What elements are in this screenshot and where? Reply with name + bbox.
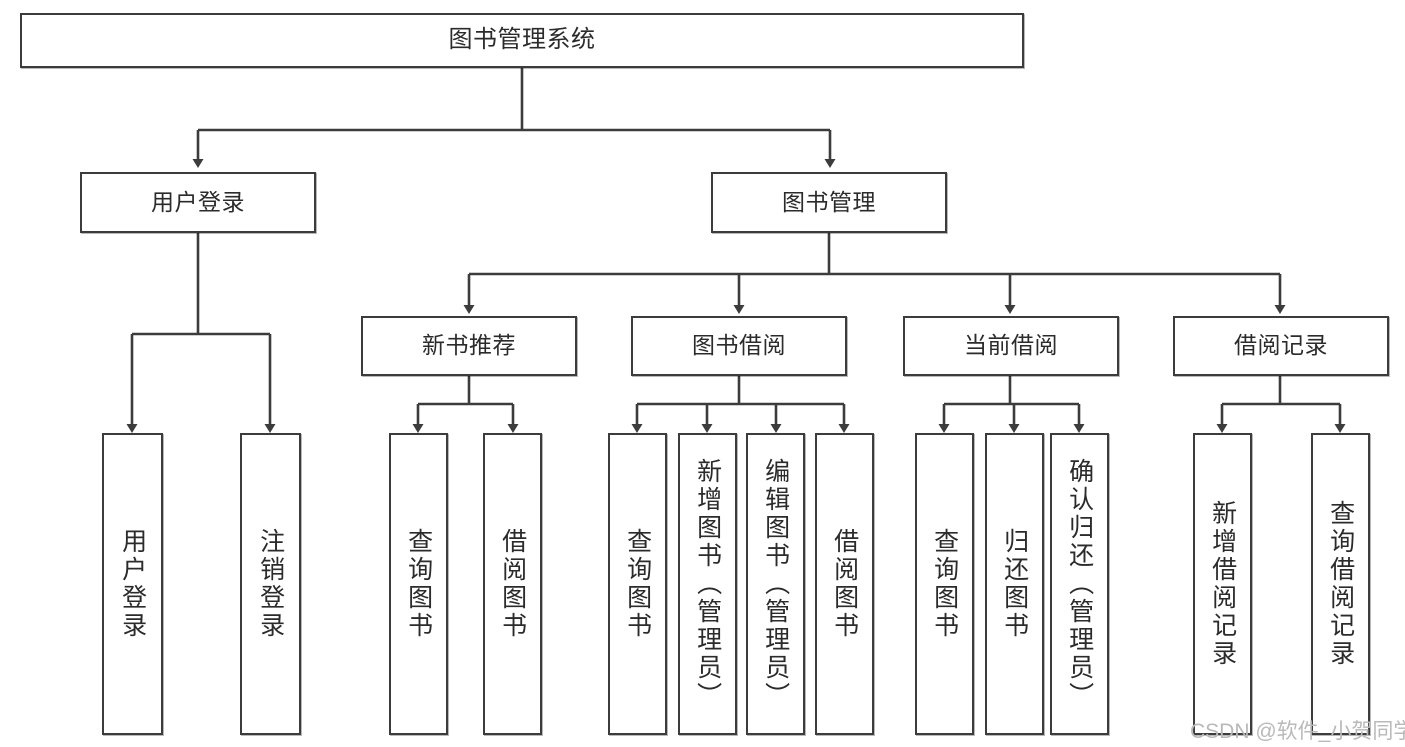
leaf-recommend-query-book[interactable]: 查询图书 [389, 433, 448, 735]
node-label: 当前借阅 [964, 332, 1058, 359]
node-new-book-recommend[interactable]: 新书推荐 [361, 316, 577, 376]
leaf-user-logout[interactable]: 注销登录 [240, 433, 301, 735]
node-label: 借阅图书 [830, 528, 859, 640]
node-label: 新书推荐 [422, 332, 516, 359]
node-root-book-management-system[interactable]: 图书管理系统 [20, 13, 1024, 68]
node-label: 图书借阅 [692, 332, 786, 359]
node-book-borrow[interactable]: 图书借阅 [631, 316, 847, 376]
node-label: 借阅图书 [498, 528, 527, 640]
node-label: 确认归还（管理员） [1065, 458, 1094, 710]
leaf-record-add-borrow-record[interactable]: 新增借阅记录 [1193, 433, 1252, 735]
node-label: 查询图书 [930, 528, 959, 640]
leaf-borrow-edit-book-admin[interactable]: 编辑图书（管理员） [746, 433, 805, 735]
leaf-current-query-book[interactable]: 查询图书 [915, 433, 974, 735]
node-borrow-record[interactable]: 借阅记录 [1173, 316, 1389, 376]
leaf-current-return-book[interactable]: 归还图书 [985, 433, 1044, 735]
leaf-record-query-borrow-record[interactable]: 查询借阅记录 [1311, 433, 1370, 735]
leaf-current-confirm-return-admin[interactable]: 确认归还（管理员） [1050, 433, 1109, 735]
node-label: 新增借阅记录 [1208, 500, 1237, 668]
node-user-login[interactable]: 用户登录 [80, 172, 316, 233]
node-label: 借阅记录 [1234, 332, 1328, 359]
node-book-management[interactable]: 图书管理 [711, 172, 947, 233]
node-label: 查询借阅记录 [1326, 500, 1355, 668]
leaf-borrow-query-book[interactable]: 查询图书 [608, 433, 667, 735]
node-label: 查询图书 [623, 528, 652, 640]
node-label: 归还图书 [1000, 528, 1029, 640]
leaf-borrow-borrow-book[interactable]: 借阅图书 [815, 433, 874, 735]
node-label: 图书管理系统 [448, 26, 596, 54]
node-label: 查询图书 [404, 528, 433, 640]
node-label: 新增图书（管理员） [693, 458, 722, 710]
node-label: 编辑图书（管理员） [761, 458, 790, 710]
leaf-borrow-add-book-admin[interactable]: 新增图书（管理员） [678, 433, 737, 735]
csdn-watermark: CSDN @软件_小贺同学 [1190, 720, 1405, 743]
node-current-borrow[interactable]: 当前借阅 [903, 316, 1119, 376]
node-label: 用户登录 [118, 528, 147, 640]
node-label: 用户登录 [151, 188, 245, 215]
leaf-user-login[interactable]: 用户登录 [102, 433, 163, 735]
node-label: 注销登录 [256, 528, 285, 640]
leaf-recommend-borrow-book[interactable]: 借阅图书 [483, 433, 542, 735]
node-label: 图书管理 [782, 188, 876, 215]
